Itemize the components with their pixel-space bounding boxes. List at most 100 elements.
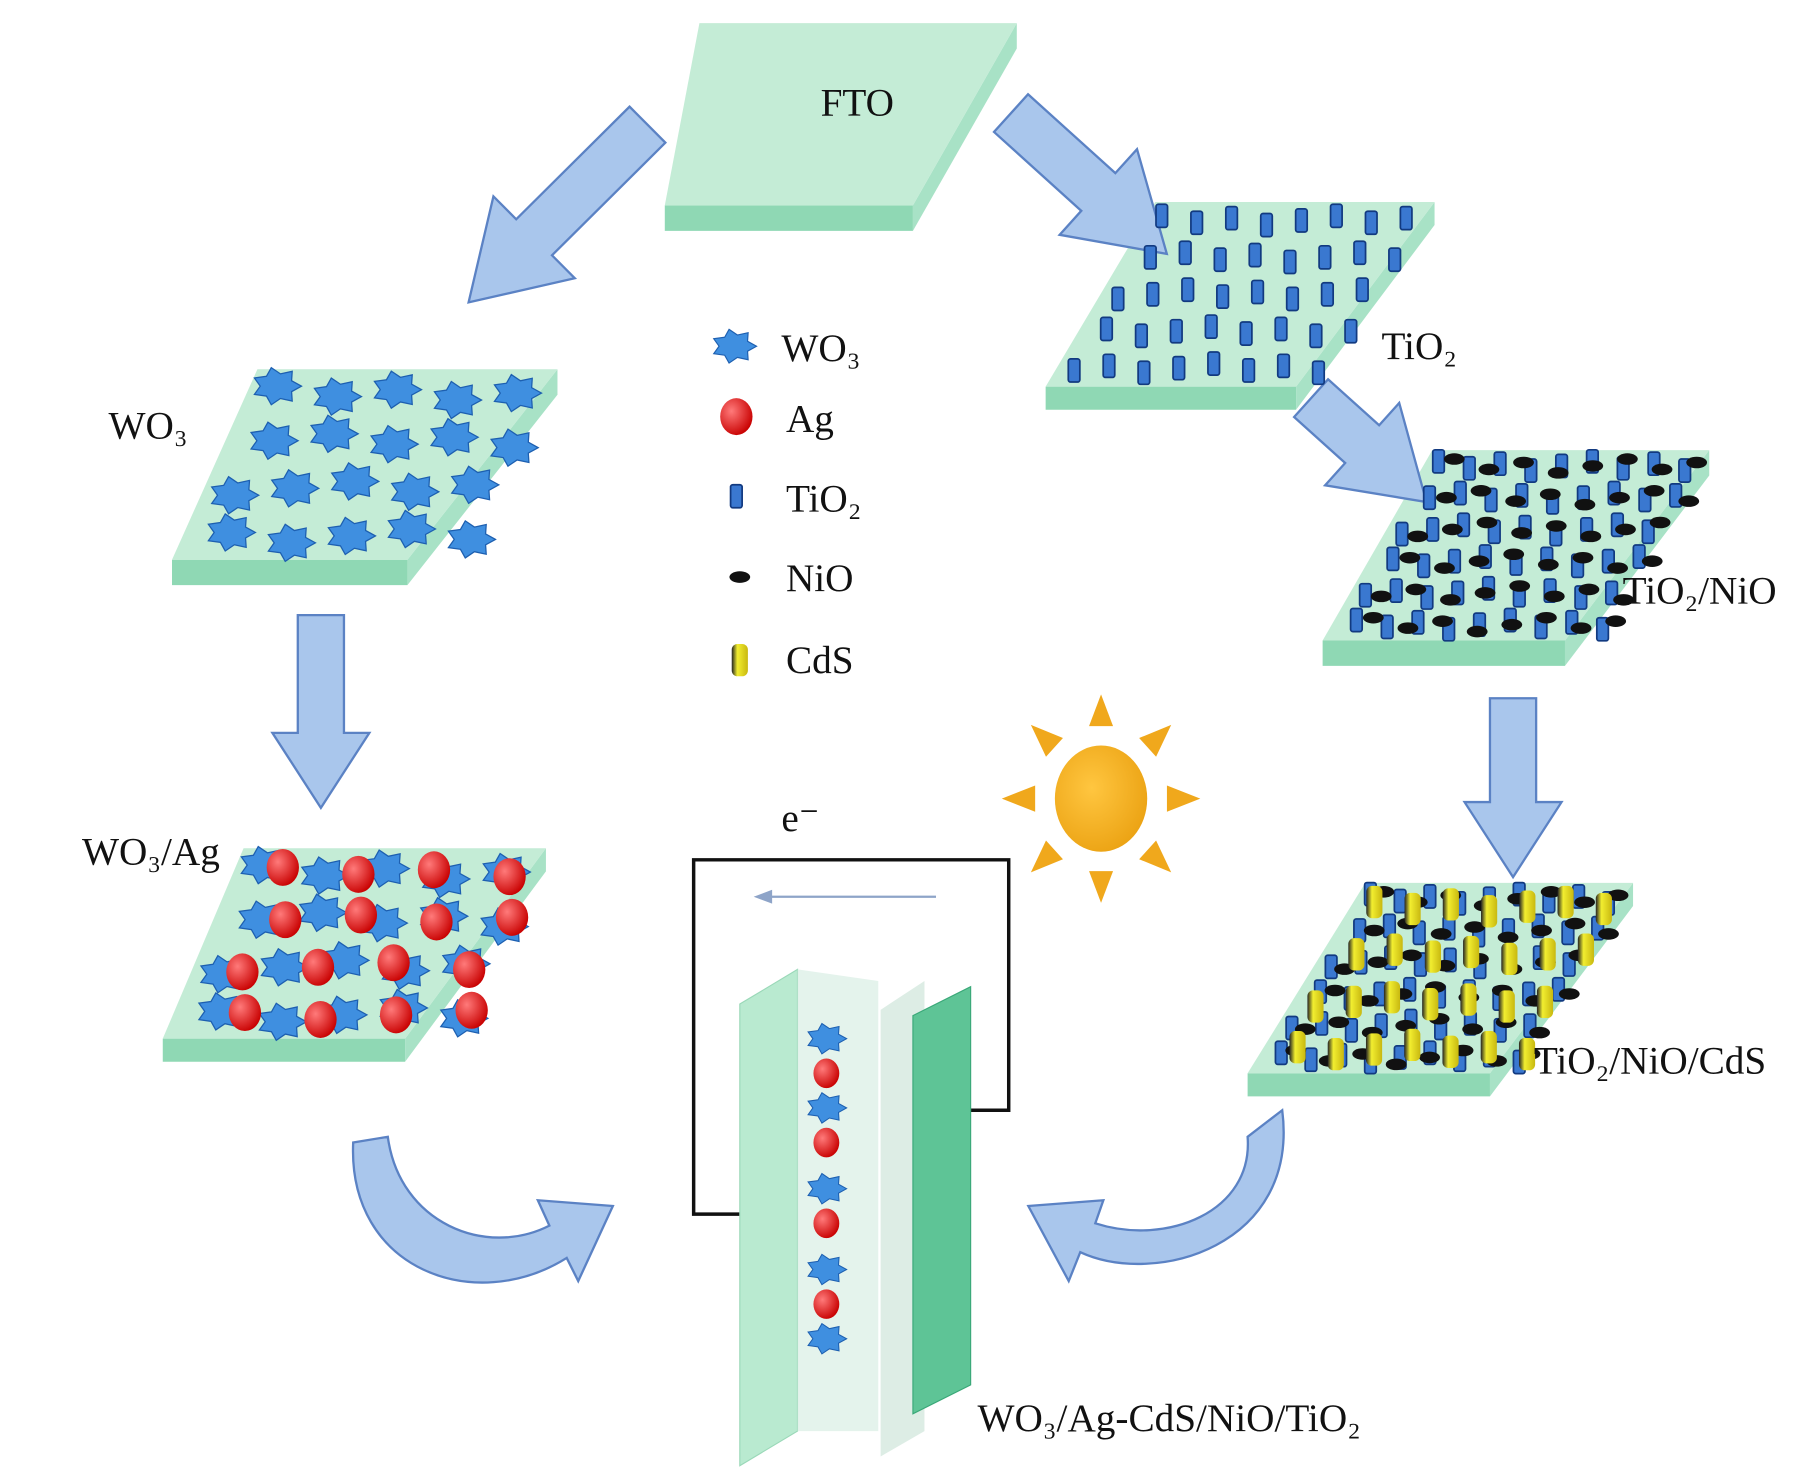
nio-particle-icon bbox=[1503, 548, 1525, 561]
nio-particle-icon bbox=[1466, 625, 1488, 638]
cds-rod-icon bbox=[1404, 892, 1421, 926]
tio2-rod-icon bbox=[1285, 286, 1300, 312]
tio2-rod-icon bbox=[1181, 277, 1195, 303]
tio2-rod-icon bbox=[1422, 485, 1437, 511]
wo3-particle-shape bbox=[249, 421, 300, 461]
legend-label-cds: CdS bbox=[786, 639, 854, 682]
nio-particle-icon bbox=[1470, 485, 1492, 497]
tio2-rod-icon bbox=[1344, 1017, 1359, 1043]
wo3-particle-icon bbox=[390, 472, 441, 512]
nio-particle-icon bbox=[1509, 580, 1531, 592]
tio2-rod-icon bbox=[1355, 277, 1369, 303]
nio-particle-icon bbox=[1434, 562, 1455, 574]
tio2-rod-icon bbox=[1172, 355, 1186, 381]
cds-rod-icon bbox=[1366, 885, 1383, 919]
nio-particle-icon bbox=[1385, 1058, 1407, 1071]
ag-sphere-icon bbox=[228, 994, 262, 1032]
wo3-particle-icon bbox=[309, 414, 360, 454]
cds-rod-icon bbox=[1501, 942, 1518, 976]
cds-rod-icon bbox=[1345, 985, 1362, 1019]
wo3-particle-icon bbox=[373, 370, 423, 410]
cds-rod-icon bbox=[1481, 895, 1498, 928]
nio-particle-icon bbox=[1564, 917, 1586, 930]
wo3-particle-shape bbox=[207, 513, 257, 552]
nio-particle-icon bbox=[1468, 555, 1490, 567]
nio-particle-icon bbox=[1570, 622, 1592, 634]
ag-sphere-icon bbox=[377, 944, 410, 982]
nio-particle-icon bbox=[1643, 485, 1665, 497]
ag-sphere-icon bbox=[269, 901, 302, 939]
nio-particle-icon bbox=[1324, 984, 1346, 997]
tio2-rod-icon bbox=[1311, 360, 1326, 386]
cds-rod-icon bbox=[1386, 933, 1403, 966]
wo3-particle-shape bbox=[267, 523, 317, 563]
wo3-particle-shape bbox=[313, 377, 363, 417]
tio2-rod-icon bbox=[1386, 546, 1400, 572]
nio-particle-icon bbox=[1572, 551, 1594, 564]
nio-particle-icon bbox=[1430, 928, 1452, 940]
sun-ray bbox=[1030, 724, 1063, 757]
wo3-particle-icon bbox=[447, 519, 497, 559]
wo3-particle-shape bbox=[258, 1002, 308, 1042]
arrow-fto-to-wo3 bbox=[467, 104, 668, 304]
cds-rod-icon bbox=[1539, 938, 1556, 971]
tio2-rod-icon bbox=[1134, 323, 1149, 349]
nio-particle-icon bbox=[1607, 889, 1629, 902]
legend-label-nio: NiO bbox=[786, 557, 854, 600]
nio-particle-icon bbox=[1462, 1023, 1484, 1035]
cds-rod-icon bbox=[1365, 1033, 1383, 1066]
nio-particle-icon bbox=[1539, 488, 1561, 501]
tio2-rod-icon bbox=[1190, 210, 1204, 236]
nio-particle-icon bbox=[1363, 924, 1385, 937]
ag-sphere-icon bbox=[813, 1208, 840, 1239]
tio2-rod-icon bbox=[1641, 519, 1655, 545]
ag-sphere-icon bbox=[813, 1289, 840, 1319]
tio2-rod-icon bbox=[1632, 544, 1646, 569]
nio-particle-icon bbox=[1558, 988, 1580, 1000]
nio-particle-icon bbox=[1540, 886, 1562, 898]
nio-particle-icon bbox=[1441, 523, 1463, 536]
nio-particle-icon bbox=[1615, 523, 1636, 536]
ag-sphere-icon bbox=[266, 848, 299, 886]
tio2-rod-icon bbox=[1453, 480, 1467, 506]
nio-particle-icon bbox=[1440, 594, 1461, 606]
ag-sphere-icon bbox=[344, 896, 378, 934]
wo3-particle-shape bbox=[210, 475, 261, 515]
tio2-rod-icon bbox=[1213, 247, 1227, 273]
label-wo3: WO₃ bbox=[109, 405, 188, 448]
tio2-rod-icon bbox=[1137, 360, 1151, 386]
tio2-rod-icon bbox=[1399, 205, 1413, 231]
sun-ray bbox=[1030, 840, 1063, 873]
nio-particle-icon bbox=[1405, 583, 1427, 596]
nio-particle-icon bbox=[1529, 1026, 1550, 1039]
legend-label-wo3: WO₃ bbox=[781, 327, 860, 370]
ag-sphere-icon bbox=[453, 951, 486, 989]
sun-ray bbox=[1089, 694, 1114, 727]
tio2-rod-icon bbox=[1204, 314, 1218, 340]
wo3-particle-icon bbox=[712, 328, 758, 364]
cds-rod-icon bbox=[1518, 1037, 1536, 1071]
plate-side-edge bbox=[912, 23, 1017, 231]
nio-particle-icon bbox=[1605, 615, 1627, 627]
plate-front-edge bbox=[172, 559, 408, 586]
cds-rod-icon bbox=[1424, 940, 1441, 973]
legend-label-ag: Ag bbox=[786, 398, 834, 441]
tio2-rod-icon bbox=[1389, 578, 1403, 604]
tio2-rod-icon bbox=[1388, 247, 1402, 273]
ag-sphere-icon bbox=[301, 948, 335, 986]
legend: WO₃ Ag TiO₂ NiO CdS bbox=[712, 327, 861, 682]
cds-rod-icon bbox=[1463, 935, 1480, 969]
nio-particle-icon bbox=[1617, 453, 1638, 465]
nio-particle-icon bbox=[1399, 551, 1421, 564]
cds-rod-icon bbox=[1442, 1035, 1459, 1068]
tio2-rod-icon bbox=[1304, 1047, 1318, 1073]
nio-particle-icon bbox=[1328, 1016, 1350, 1029]
wo3-particle-shape bbox=[450, 465, 501, 505]
tio2-rod-icon bbox=[1178, 240, 1192, 266]
nio-particle-icon bbox=[1419, 1051, 1440, 1064]
tio2-rod-icon bbox=[1431, 448, 1446, 474]
cds-rod-icon bbox=[1383, 981, 1401, 1014]
wo3-particle-icon bbox=[298, 893, 349, 933]
wo3-particle-shape bbox=[309, 414, 360, 454]
tio2-rod-icon bbox=[1274, 1040, 1288, 1066]
